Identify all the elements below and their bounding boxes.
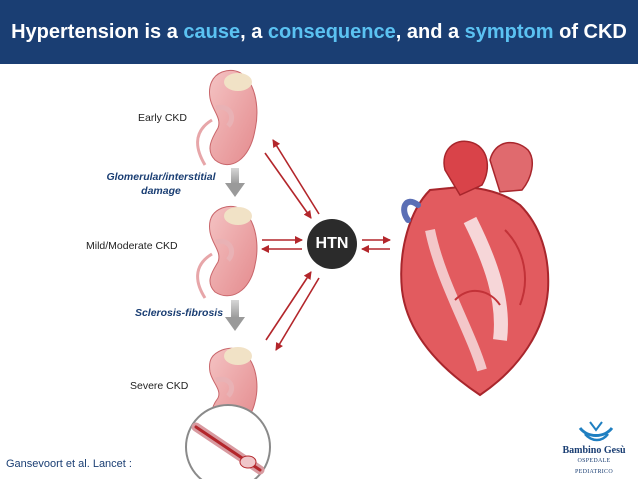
slide-title: Hypertension is a cause, a consequence, … <box>11 21 627 44</box>
title-symptom: symptom <box>464 20 554 43</box>
progression-arrow-1 <box>225 168 245 197</box>
arrows-early-htn <box>264 139 320 219</box>
transition-label-1-line1: Glomerular/interstitial <box>106 171 216 183</box>
arrows-moderate-htn <box>261 236 303 253</box>
kidney-early-icon <box>196 69 258 166</box>
vessel-detail-icon <box>185 404 271 479</box>
arrows-severe-htn <box>265 271 320 351</box>
title-part-4: of CKD <box>553 20 627 43</box>
stage-label-severe: Severe CKD <box>130 380 189 392</box>
title-bar: Hypertension is a cause, a consequence, … <box>0 0 638 64</box>
title-part-1: Hypertension is a <box>11 20 184 43</box>
stage-label-moderate: Mild/Moderate CKD <box>86 240 178 252</box>
htn-node: HTN <box>307 219 357 269</box>
transition-label-1: Glomerular/interstitial damage <box>96 170 226 198</box>
title-consequence: consequence <box>267 20 396 43</box>
hospital-logo-icon <box>578 421 614 442</box>
stage-label-early: Early CKD <box>138 112 188 124</box>
heart-icon <box>400 140 550 397</box>
transition-label-1-line2: damage <box>141 185 181 197</box>
arrows-heart-htn <box>361 236 391 253</box>
transition-label-2: Sclerosis-fibrosis <box>134 307 224 319</box>
hospital-logo: Bambino Gesù OSPEDALE PEDIATRICO <box>562 445 626 478</box>
title-cause: cause <box>183 20 241 43</box>
citation: Gansevoort et al. Lancet : <box>6 458 132 470</box>
kidney-moderate-icon <box>196 205 258 299</box>
title-part-2: , a <box>240 20 268 43</box>
title-part-3: , and a <box>395 20 465 43</box>
logo-subtitle: OSPEDALE PEDIATRICO <box>574 458 613 475</box>
progression-arrow-2 <box>225 300 245 331</box>
logo-name: Bambino Gesù <box>562 445 626 456</box>
